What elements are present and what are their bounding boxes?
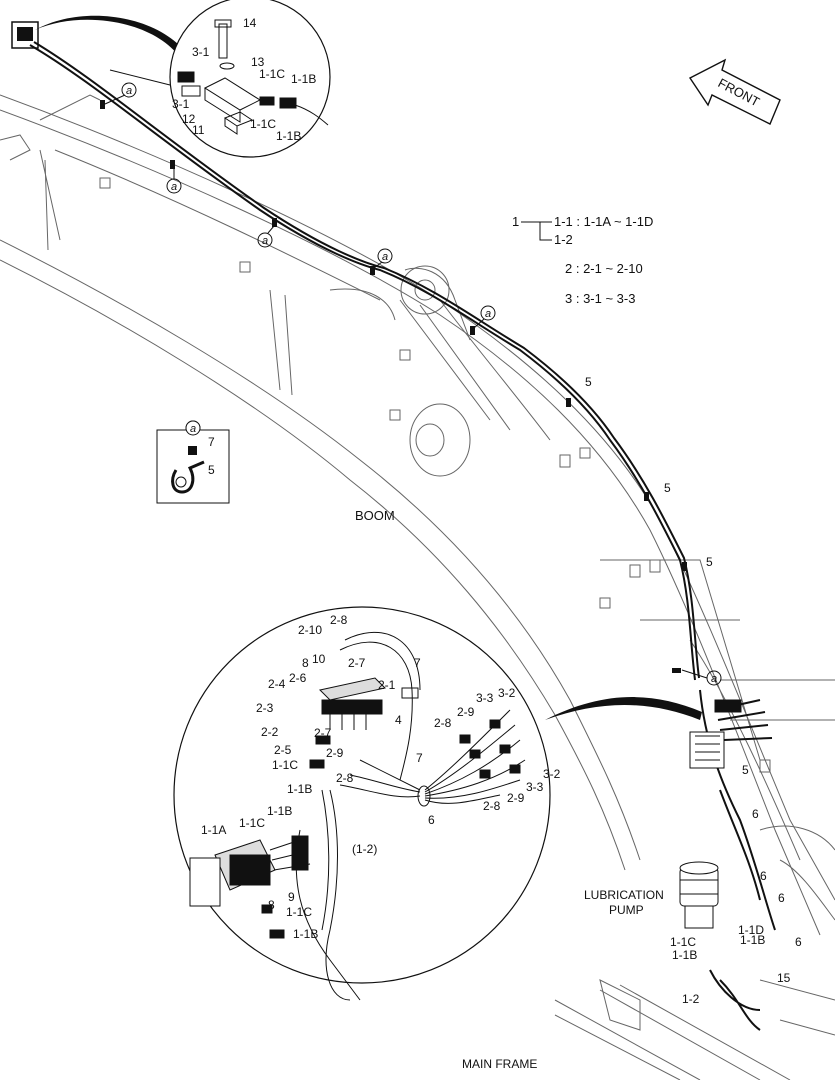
cd-2-2: 2-2 — [261, 725, 279, 739]
label-1-1c-a: 1-1C — [259, 67, 285, 81]
legend-2: 2 : 2-1 ~ 2-10 — [565, 261, 643, 276]
label-5-c: 5 — [706, 555, 713, 569]
callout-arrow-top — [35, 15, 182, 55]
label-1-1b-b: 1-1B — [276, 129, 301, 143]
label-12: 12 — [182, 112, 196, 126]
label-5-b: 5 — [664, 481, 671, 495]
cd-6: 6 — [428, 813, 435, 827]
cd-2-7b: 2-7 — [314, 726, 332, 740]
cd-8b: 8 — [268, 898, 275, 912]
marker-a-3: a — [262, 235, 268, 247]
manifold-detail-circle: 2-10 2-8 8 10 2-7 2-6 2-4 2-1 7 2-3 2-2 … — [173, 606, 561, 1001]
label-1-1b-a: 1-1B — [291, 72, 316, 86]
cd-1-1b-c: 1-1B — [293, 927, 318, 941]
cd-1-1b-a: 1-1B — [287, 782, 312, 796]
clamp-detail-box: a 7 5 — [156, 420, 230, 504]
marker-a-1: a — [126, 85, 132, 97]
clamp-markers — [104, 82, 722, 686]
cd-3-2b: 3-2 — [543, 767, 561, 781]
callout-arrow-circle — [545, 697, 702, 720]
boom-label: BOOM — [355, 508, 395, 523]
cd-1-1a: 1-1A — [201, 823, 226, 837]
cd-8a: 8 — [302, 656, 309, 670]
label-1-1b-r: 1-1B — [740, 933, 765, 947]
cd-7b: 7 — [416, 751, 423, 765]
lubrication-pump-label: LUBRICATION — [584, 888, 664, 902]
label-1-2: 1-2 — [682, 992, 700, 1006]
label-6-a: 6 — [752, 807, 759, 821]
cd-10: 10 — [312, 652, 326, 666]
cd-2-8b: 2-8 — [336, 771, 354, 785]
cd-2-8c: 2-8 — [434, 716, 452, 730]
cd-1-1c-a: 1-1C — [272, 758, 298, 772]
cd-2-7a: 2-7 — [348, 656, 366, 670]
parts-legend: 1 1-1 : 1-1A ~ 1-1D 1-2 2 : 2-1 ~ 2-10 3… — [512, 214, 653, 306]
label-15: 15 — [777, 971, 791, 985]
cd-2-10: 2-10 — [298, 623, 322, 637]
cd-9: 9 — [288, 890, 295, 904]
cd-2-3: 2-3 — [256, 701, 274, 715]
label-13: 13 — [251, 55, 265, 69]
label-1-1d: 1-1D — [738, 923, 764, 937]
label-1-1c: 1-1C — [670, 935, 696, 949]
clamp-box-marker: a — [190, 423, 196, 435]
cd-1-1c-c: 1-1C — [286, 905, 312, 919]
cd-2-5: 2-5 — [274, 743, 292, 757]
label-1-1b-l: 1-1B — [672, 948, 697, 962]
label-5-d: 5 — [742, 763, 749, 777]
boom-manifold — [689, 699, 773, 769]
cd-2-6: 2-6 — [289, 671, 307, 685]
label-1-1c-b: 1-1C — [250, 117, 276, 131]
label-11: 11 — [192, 123, 205, 137]
main-frame-label: MAIN FRAME — [462, 1057, 537, 1071]
cd-2-1: 2-1 — [378, 678, 396, 692]
legend-1: 1 — [512, 214, 519, 229]
cd-2-9b: 2-9 — [457, 705, 475, 719]
legend-3: 3 : 3-1 ~ 3-3 — [565, 291, 635, 306]
lubrication-pump-label-2: PUMP — [609, 903, 644, 917]
cd-2-4: 2-4 — [268, 677, 286, 691]
lubrication-pump — [679, 861, 761, 1031]
clamp-label-7: 7 — [208, 435, 215, 449]
label-6-b: 6 — [760, 869, 767, 883]
top-detail-circle: 14 13 3-1 3-1 12 11 1-1C 1-1C 1-1B 1-1B — [109, 0, 331, 158]
legend-1-1: 1-1 : 1-1A ~ 1-1D — [554, 214, 653, 229]
hose-route — [29, 41, 776, 931]
label-3-1b: 3-1 — [172, 97, 190, 111]
cd-3-3a: 3-3 — [476, 691, 494, 705]
cd-2-8d: 2-8 — [483, 799, 501, 813]
label-6-d: 6 — [795, 935, 802, 949]
cd-1-1b-b: 1-1B — [267, 804, 292, 818]
clamp-label-5: 5 — [208, 463, 215, 477]
marker-a-4: a — [382, 251, 388, 263]
marker-a-6: a — [711, 673, 717, 685]
route-clamps — [100, 100, 687, 673]
marker-a-2: a — [171, 181, 177, 193]
label-6-c: 6 — [778, 891, 785, 905]
cd-3-3b: 3-3 — [526, 780, 544, 794]
label-3-1a: 3-1 — [192, 45, 210, 59]
cd-1-1c-b: 1-1C — [239, 816, 265, 830]
label-5-a: 5 — [585, 375, 592, 389]
legend-1-2: 1-2 — [554, 232, 573, 247]
cd-2-9a: 2-9 — [326, 746, 344, 760]
label-14: 14 — [243, 16, 257, 30]
cd-4: 4 — [395, 713, 402, 727]
cd-7a: 7 — [414, 656, 421, 670]
cd-3-2a: 3-2 — [498, 686, 516, 700]
front-arrow: FRONT — [688, 58, 781, 125]
marker-a-5: a — [485, 308, 491, 320]
boom-part-labels: 5 5 5 5 6 6 6 6 1-1D 1-1C 1-1B 1-1B 15 1… — [585, 375, 802, 1006]
cd-1-2: (1-2) — [352, 842, 377, 856]
cd-2-8a: 2-8 — [330, 613, 348, 627]
cd-2-9c: 2-9 — [507, 791, 525, 805]
